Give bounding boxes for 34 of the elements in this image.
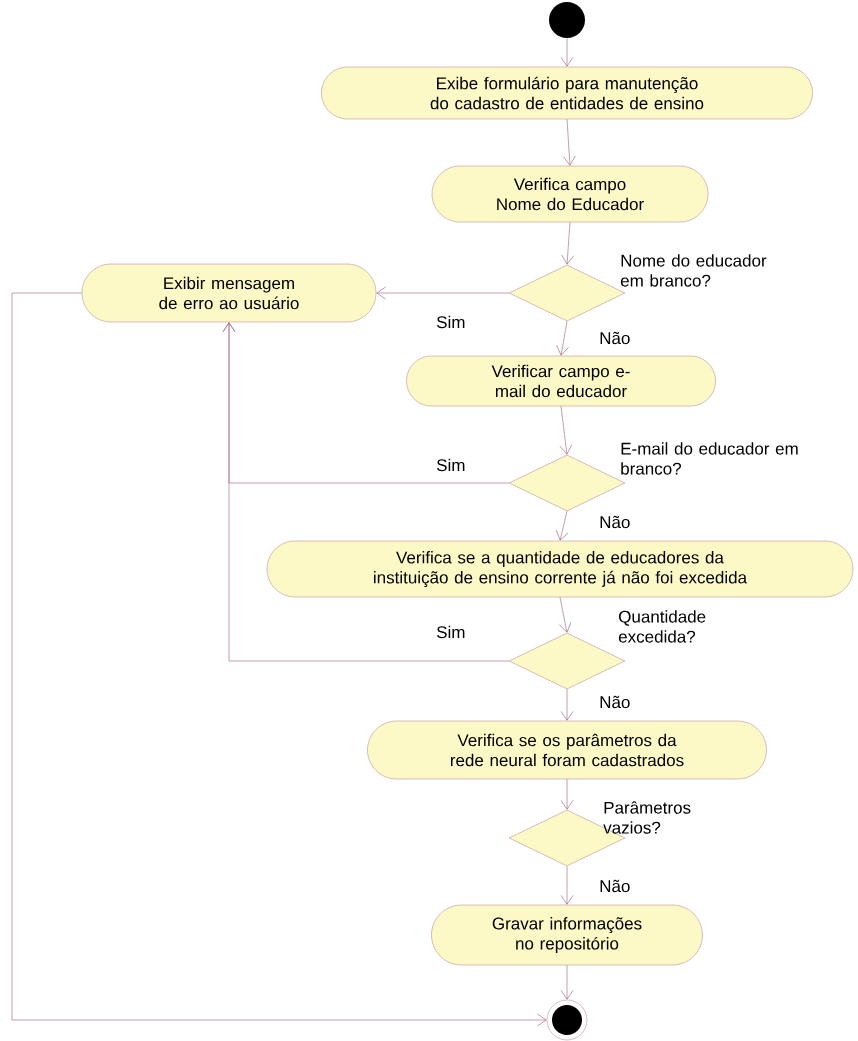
edge-label: Não: [598, 694, 632, 710]
arrow: [556, 510, 569, 541]
arrow: [561, 221, 574, 265]
arrow: [558, 596, 572, 633]
arrow: [563, 118, 576, 166]
activity-box: Verifica se os parâmetros da rede neural foram cadastrados: [367, 720, 767, 780]
arrow: [560, 778, 574, 810]
edge-label: Não: [598, 878, 632, 894]
start-node: [549, 2, 585, 38]
activity-box: Gravar informações no repositório: [431, 904, 703, 966]
arrow: [559, 405, 573, 455]
arrow: [560, 37, 574, 67]
arrow: [560, 865, 574, 905]
condition-label: E-mail do educador em branco?: [621, 442, 798, 475]
activity-box: Verifica se a quantidade de educadores da instituição de ensino corrente já não foi excedida: [266, 540, 854, 598]
edge-label: Sim: [435, 457, 467, 473]
activity-box: Exibe formulário para manutenção do cadastro de entidades de ensino: [321, 66, 813, 120]
edge-label: Sim: [435, 314, 467, 330]
activity-box: Verificar campo e-mail do educador: [406, 355, 716, 407]
condition-label: Nome do educador em branco?: [620, 254, 767, 287]
arrow: [560, 964, 574, 1000]
arrow: [376, 286, 510, 300]
arrow: [11, 292, 547, 1027]
arrow: [556, 320, 569, 356]
condition-label: Quantidade excedida?: [618, 610, 706, 643]
edge-label: Não: [598, 330, 632, 346]
activity-box: Verifica campo Nome do Educador: [431, 165, 709, 223]
edge-label: Sim: [435, 624, 467, 640]
condition-label: Parâmetros vazios?: [603, 801, 691, 834]
end-node: [546, 999, 588, 1041]
activity-box: Exibir mensagem de erro ao usuário: [81, 263, 377, 323]
arrow: [560, 688, 574, 721]
arrow: [222, 322, 510, 662]
edge-label: Não: [598, 514, 632, 530]
